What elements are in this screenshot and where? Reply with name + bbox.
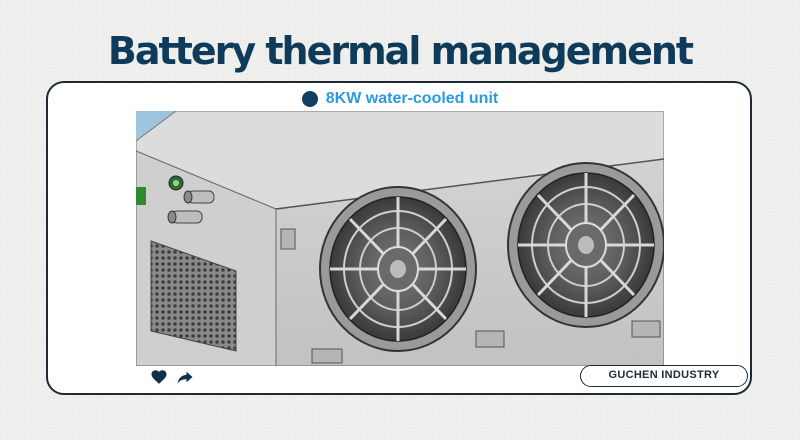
product-image bbox=[136, 111, 664, 366]
heart-icon[interactable] bbox=[150, 368, 168, 386]
subtitle: 8KW water-cooled unit bbox=[325, 90, 499, 107]
page-title: Battery thermal management bbox=[107, 29, 694, 73]
subtitle-row: 8KW water-cooled unit bbox=[0, 86, 800, 112]
action-icons bbox=[150, 367, 194, 387]
share-arrow-icon[interactable] bbox=[176, 368, 194, 386]
bullet-dot-icon bbox=[301, 91, 318, 107]
brand-badge: GUCHEN INDUSTRY bbox=[580, 365, 748, 387]
